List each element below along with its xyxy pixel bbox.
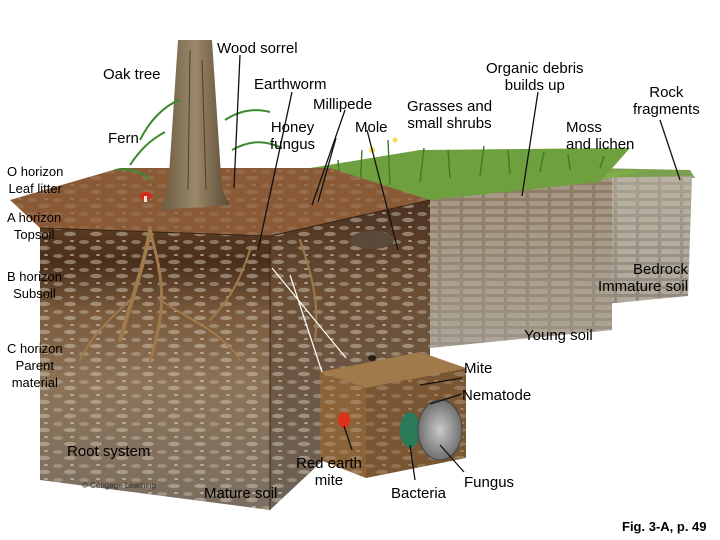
label-earthworm: Earthworm [254,76,327,93]
label-bedrock: Bedrock Immature soil [598,261,688,295]
label-mite: Mite [464,360,492,377]
label-mature-soil: Mature soil [204,485,277,502]
label-nematode: Nematode [462,387,531,404]
label-b-horizon: B horizon Subsoil [7,268,62,302]
label-wood-sorrel: Wood sorrel [217,40,298,57]
label-o-horizon: O horizon Leaf litter [7,163,63,197]
label-a-horizon: A horizon Topsoil [7,209,61,243]
label-fungus: Fungus [464,474,514,491]
figure-reference: Fig. 3-A, p. 49 [622,519,707,534]
mole [350,231,394,249]
label-organic-debris: Organic debris builds up [486,60,584,94]
label-rock-fragments: Rock fragments [633,84,700,118]
label-c-horizon: C horizon Parent material [7,340,63,391]
label-bacteria: Bacteria [391,485,446,502]
label-moss-lichen: Moss and lichen [566,119,634,153]
label-root-system: Root system [67,443,150,460]
copyright-credit: © Cengage Learning [82,481,156,490]
oak-tree [160,40,230,210]
label-fern: Fern [108,130,139,147]
label-young-soil: Young soil [524,327,593,344]
label-grasses-shrubs: Grasses and small shrubs [407,98,492,132]
label-honey-fungus: Honey fungus [270,119,315,153]
label-mole: Mole [355,119,388,136]
label-millipede: Millipede [313,96,372,113]
label-red-earth-mite: Red earth mite [296,455,362,489]
label-oak-tree: Oak tree [103,66,161,83]
